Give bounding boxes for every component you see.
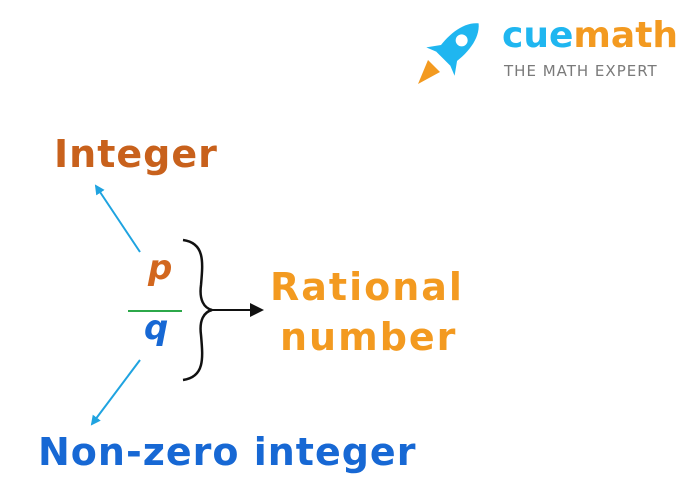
- numerator-p: p: [148, 248, 173, 288]
- brand-cue: cue: [502, 15, 574, 56]
- denominator-q: q: [144, 308, 169, 348]
- cuemath-logo: cuemath THE MATH EXPERT: [414, 8, 678, 88]
- brand-math: math: [573, 15, 678, 56]
- rational-label-line2: number: [280, 315, 458, 359]
- arrow-to-integer: [94, 184, 141, 253]
- brand-tagline: THE MATH EXPERT: [504, 62, 658, 80]
- brand-name: cuemath: [502, 16, 678, 56]
- arrow-to-nonzero-integer: [90, 359, 141, 426]
- curly-brace: [182, 238, 213, 382]
- nonzero-integer-label: Non-zero integer: [38, 430, 417, 474]
- rational-label-line1: Rational: [270, 265, 464, 309]
- rocket-icon: [418, 23, 479, 84]
- integer-label: Integer: [54, 132, 218, 176]
